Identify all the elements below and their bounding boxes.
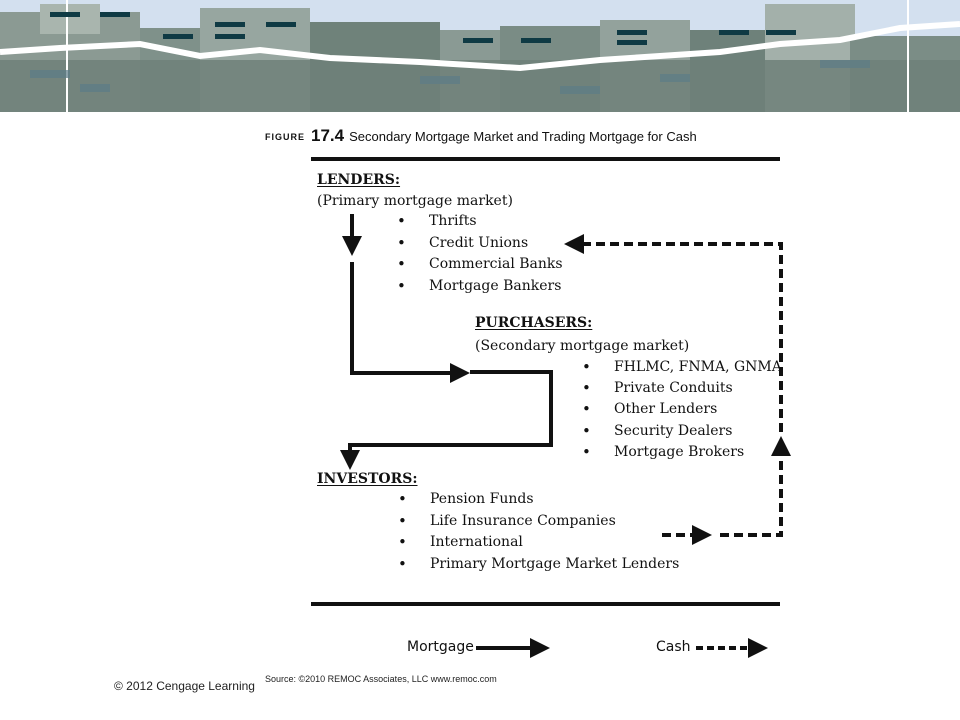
figure-title-text: Secondary Mortgage Market and Trading Mo… [349,129,697,144]
purchasers-item: FHLMC, FNMA, GNMA [582,358,782,376]
purchasers-heading: PURCHASERS: [475,315,593,331]
lenders-item: Thrifts [397,212,476,230]
figure-title: FIGURE 17.4 Secondary Mortgage Market and … [265,126,697,146]
mortgage-arrow-lenders-to-purchasers [350,262,470,383]
lenders-item: Credit Unions [397,234,528,252]
investors-item: Primary Mortgage Market Lenders [398,555,679,573]
lenders-heading: LENDERS: [317,172,401,188]
investors-heading: INVESTORS: [317,471,418,487]
figure-label-word: FIGURE [265,132,306,142]
investors-item: Pension Funds [398,490,533,508]
purchasers-item: Mortgage Brokers [582,443,744,461]
header-banner-image [0,0,960,112]
copyright-notice: © 2012 Cengage Learning [114,679,255,693]
mortgage-flow-arrows [340,214,553,470]
cash-arrow-right-vertical-lower [720,440,783,537]
top-rule [311,157,780,161]
purchasers-item: Other Lenders [582,400,717,418]
mortgage-arrow-purchasers-to-investors [340,370,553,470]
purchasers-item: Private Conduits [582,379,733,397]
lenders-subheading: (Primary mortgage market) [317,193,513,209]
purchasers-subheading: (Secondary mortgage market) [475,338,690,354]
legend-cash-label: Cash [656,639,691,655]
lenders-item: Mortgage Bankers [397,277,561,295]
purchasers-item: Security Dealers [582,422,732,440]
figure-number: 17.4 [311,126,345,145]
investors-item: International [398,533,523,551]
bottom-rule [311,602,780,606]
source-credit: Source: ©2010 REMOC Associates, LLC www.… [265,674,497,684]
lenders-item: Commercial Banks [397,255,562,273]
legend-mortgage-label: Mortgage [407,639,474,655]
investors-item: Life Insurance Companies [398,512,616,530]
